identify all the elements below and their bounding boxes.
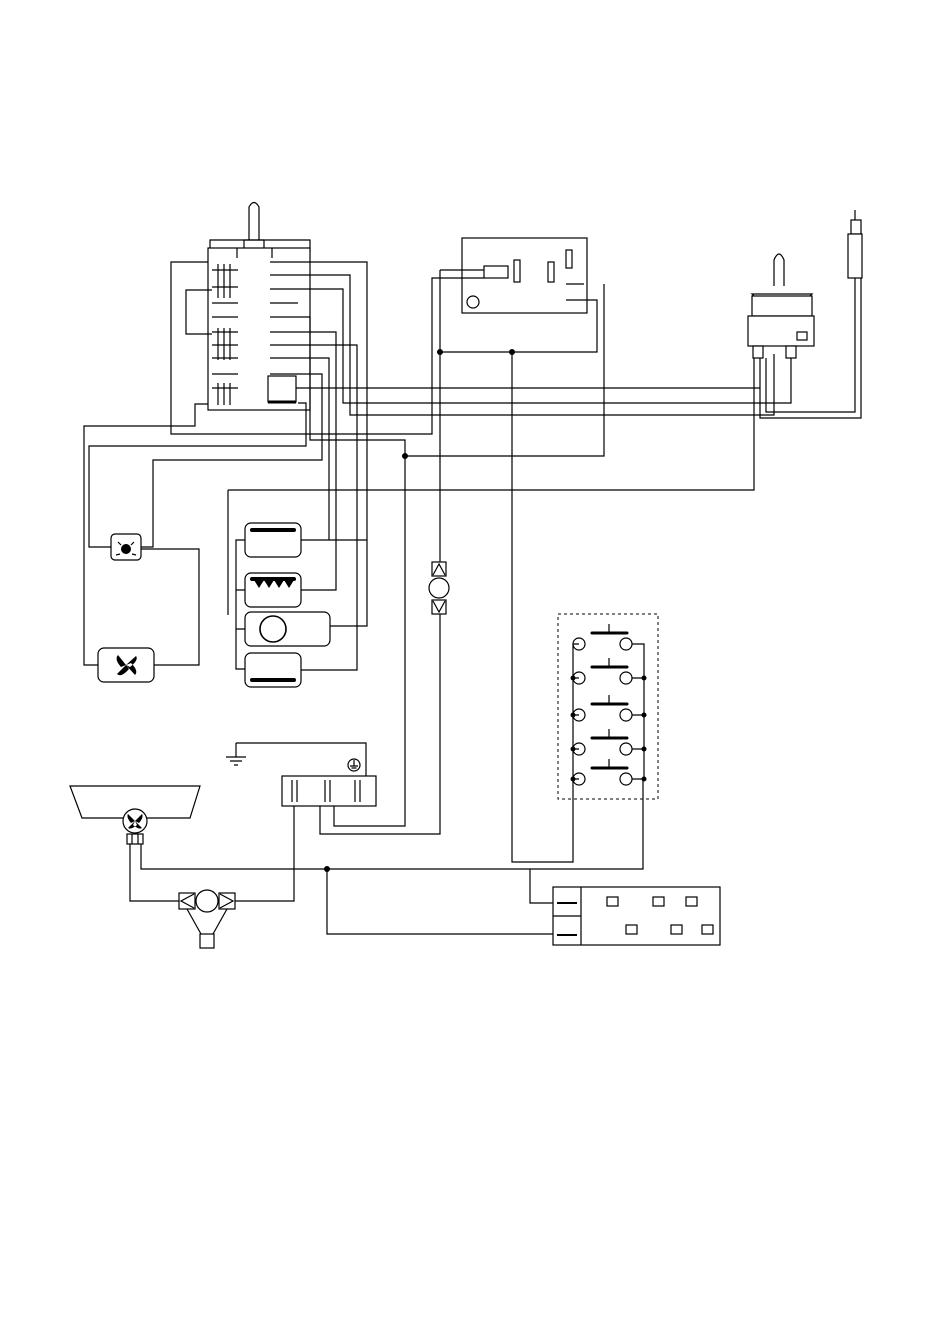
spark-generator-icon <box>429 562 449 614</box>
hood-fan-motor <box>70 786 200 844</box>
ignition-control-box-icon <box>462 238 587 313</box>
thermocouple <box>848 210 862 278</box>
ignition-button <box>573 759 632 785</box>
turnspit-motor <box>179 890 235 948</box>
earth <box>226 743 246 765</box>
grill-element-icon <box>245 573 301 607</box>
ignition-button <box>573 624 632 650</box>
main-terminal <box>282 759 376 806</box>
burner-ignition-buttons-icon <box>558 614 658 799</box>
heating-element-top-icon <box>245 523 301 557</box>
thermocouple-probe-icon <box>848 210 862 278</box>
cooling-fan <box>98 648 154 682</box>
rotisserie-motor-icon <box>179 890 235 948</box>
selector-switch <box>208 203 310 411</box>
spark-generator <box>429 562 449 614</box>
ignition-button <box>573 729 632 755</box>
ignition-button <box>573 658 632 684</box>
ignition-buttons <box>558 614 658 799</box>
fan-motor-icon <box>70 786 200 844</box>
wires <box>84 262 861 934</box>
ignition-module <box>462 238 587 313</box>
ground-icon <box>226 743 246 765</box>
thermostat <box>748 254 814 358</box>
hob-terminal-block-icon <box>553 887 720 945</box>
oven-lamp <box>111 534 141 560</box>
circular-fan-element-icon <box>245 612 330 646</box>
hob-terminal <box>553 887 720 945</box>
oven-lamp-icon <box>111 534 141 560</box>
mains-terminal-block-icon <box>282 759 376 806</box>
oven-thermostat-icon <box>748 254 814 358</box>
ignition-button <box>573 695 632 721</box>
heating-element-bottom-icon <box>245 653 301 687</box>
grill-element <box>245 573 301 607</box>
bottom-element <box>245 653 301 687</box>
cooling-fan-icon <box>98 648 154 682</box>
rotary-selector-switch-icon <box>208 203 310 411</box>
top-element <box>245 523 301 557</box>
circular-element <box>245 612 330 646</box>
